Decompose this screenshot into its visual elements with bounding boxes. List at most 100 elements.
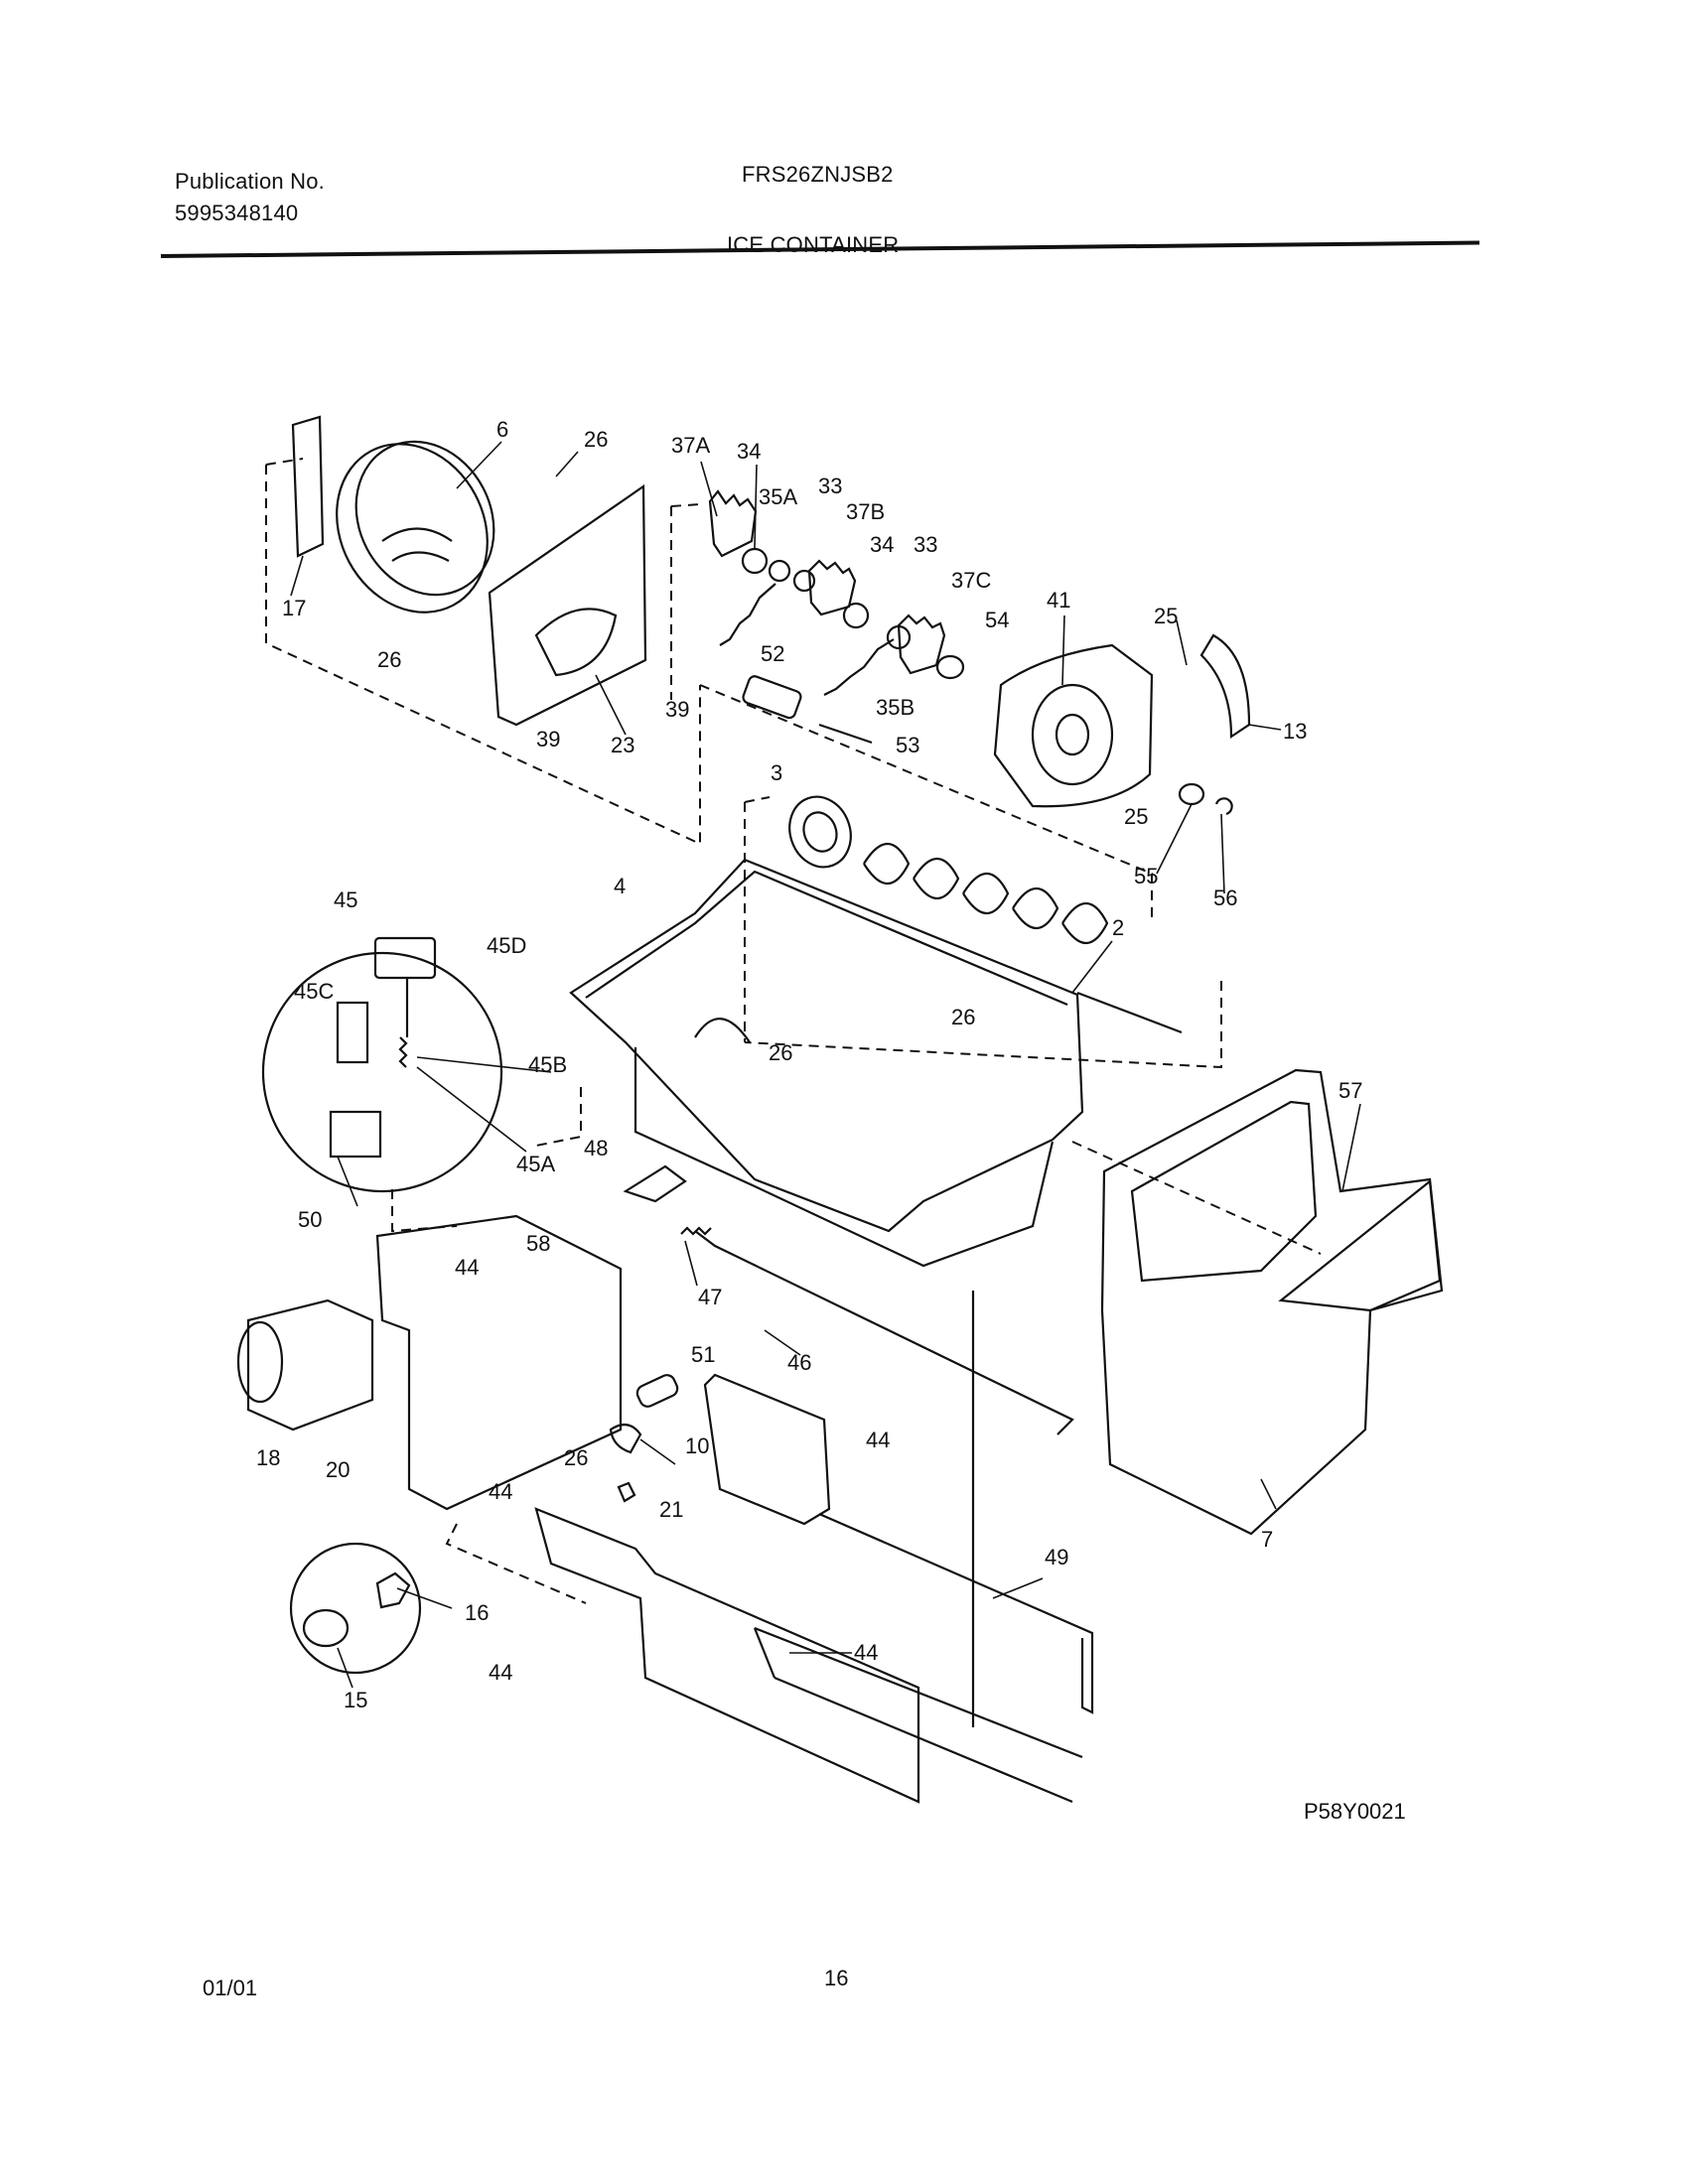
bracket-45C — [336, 1001, 369, 1064]
crusher-13 — [1199, 633, 1251, 740]
publication-label: Publication No. — [175, 169, 325, 194]
callout-26-e: 26 — [564, 1445, 588, 1470]
leader-57 — [1341, 1103, 1361, 1192]
callout-56: 56 — [1213, 886, 1237, 910]
callout-44-d: 44 — [854, 1640, 878, 1665]
leader-45B — [416, 1056, 552, 1073]
callout-15: 15 — [344, 1688, 367, 1712]
callout-37B: 37B — [846, 499, 885, 524]
page-number: 16 — [824, 1966, 849, 1990]
leader-47 — [684, 1240, 698, 1287]
leader-26 — [555, 451, 579, 478]
ice-bucket-4-rim — [585, 870, 1068, 1007]
frame-auger-right — [744, 981, 1222, 1069]
callout-39-b: 39 — [665, 697, 689, 722]
callout-37A: 37A — [671, 433, 710, 458]
back-plate-23 — [488, 483, 647, 727]
callout-34: 34 — [737, 439, 761, 464]
model-number: FRS26ZNJSB2 — [742, 162, 894, 187]
lever-10 — [609, 1423, 642, 1454]
callout-45B: 45B — [528, 1052, 567, 1077]
mount-plate-20 — [375, 1214, 623, 1511]
callout-51: 51 — [691, 1342, 715, 1367]
callout-18: 18 — [256, 1445, 280, 1470]
ice-bucket-4 — [569, 858, 1084, 1233]
callout-44-c: 44 — [489, 1479, 512, 1504]
coupler-52 — [742, 675, 802, 720]
callout-57: 57 — [1338, 1078, 1362, 1103]
callout-33: 33 — [818, 474, 842, 498]
leader-49 — [992, 1577, 1044, 1599]
callout-39: 39 — [536, 727, 560, 751]
spring-47 — [680, 1226, 712, 1236]
callout-35B: 35B — [876, 695, 914, 720]
washer-35A — [768, 559, 791, 583]
socket-16 — [375, 1571, 411, 1609]
door-57-opening — [1130, 1100, 1318, 1283]
cam-37C — [897, 614, 946, 675]
leader-34 — [754, 464, 758, 549]
side-panel-left — [703, 1373, 831, 1526]
gear-housing-41-bore — [1055, 713, 1090, 756]
actuator-51 — [635, 1374, 679, 1408]
callout-26-c: 26 — [951, 1005, 975, 1029]
auger-end-3-inner — [802, 811, 838, 853]
section-title: ICE CONTAINER — [727, 232, 900, 257]
frame-motor-link — [391, 1189, 458, 1233]
leader-37A — [700, 461, 718, 517]
callout-48: 48 — [584, 1136, 608, 1160]
callout-26: 26 — [584, 427, 608, 452]
tray-49-rail-a — [818, 1512, 1094, 1714]
frame-gear-bottom — [699, 684, 1153, 918]
callout-44: 44 — [455, 1255, 479, 1280]
callout-25: 25 — [1154, 604, 1178, 628]
motor-18 — [246, 1298, 374, 1432]
callout-44-e: 44 — [489, 1660, 512, 1685]
gasket-17 — [291, 415, 325, 558]
leader-41 — [1061, 614, 1065, 686]
cam-37B — [807, 559, 857, 616]
motor-18-winding — [236, 1320, 284, 1404]
fan-ring-6 — [336, 443, 489, 614]
clip-21 — [617, 1481, 636, 1503]
callout-10: 10 — [685, 1433, 709, 1458]
leader-25 — [1176, 619, 1188, 666]
rod-46 — [694, 1230, 1074, 1435]
leader-56 — [1220, 813, 1225, 894]
bracket-50 — [329, 1110, 382, 1159]
callout-50: 50 — [298, 1207, 322, 1232]
solenoid-inset-45 — [261, 951, 503, 1193]
leader-46 — [764, 1329, 801, 1356]
fan-blade-6 — [381, 527, 453, 562]
callout-46: 46 — [787, 1350, 811, 1375]
dispenser-housing-7 — [1100, 1068, 1444, 1536]
callout-20: 20 — [326, 1457, 350, 1482]
callout-44-b: 44 — [866, 1428, 890, 1452]
callout-45A: 45A — [516, 1152, 555, 1176]
callout-54: 54 — [985, 608, 1009, 632]
leader-16 — [396, 1587, 453, 1609]
callout-45: 45 — [334, 887, 357, 912]
callout-41: 41 — [1047, 588, 1070, 613]
leader-55 — [1156, 803, 1193, 875]
washer-33-a — [792, 569, 816, 593]
callout-13: 13 — [1283, 719, 1307, 744]
fan-ring-6-inner — [354, 440, 495, 597]
cam-37A — [708, 489, 758, 558]
callout-49: 49 — [1045, 1545, 1068, 1570]
frame-actuator-link — [530, 1087, 582, 1148]
gear-housing-41-hub — [1031, 683, 1114, 786]
leader-45A — [416, 1066, 527, 1153]
publication-number: 5995348140 — [175, 201, 299, 225]
callout-33-b: 33 — [914, 532, 937, 557]
callout-47: 47 — [698, 1285, 722, 1309]
leader-15 — [337, 1647, 353, 1689]
frame-bracket-link — [445, 1523, 587, 1604]
leader-50 — [337, 1156, 358, 1207]
bracket-48 — [623, 1164, 687, 1203]
figure-code: P58Y0021 — [1304, 1799, 1406, 1824]
callout-23: 23 — [611, 733, 634, 757]
back-plate-23-opening — [534, 608, 618, 677]
door-57 — [1278, 1178, 1442, 1312]
callout-17: 17 — [282, 596, 306, 620]
